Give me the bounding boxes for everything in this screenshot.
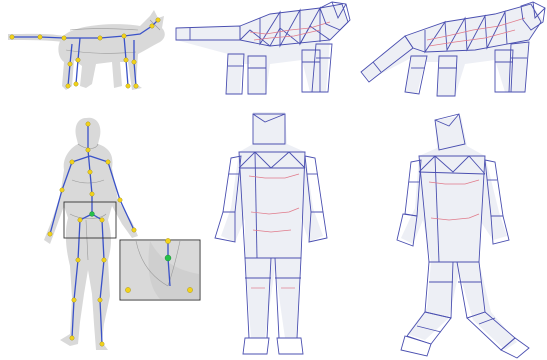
- human-cage-deformed-panel: [395, 112, 547, 360]
- cat-cage-rest-panel: [170, 0, 355, 100]
- cat-cage-deformed-panel: [355, 0, 547, 100]
- cat-mesh: [0, 0, 175, 100]
- cat-cage-deformed: [355, 0, 547, 100]
- human-cage-rest-panel: [205, 108, 335, 360]
- cat-body: [58, 10, 164, 90]
- cat-mesh-panel: [0, 0, 175, 100]
- human-body: [44, 118, 138, 350]
- human-cage-deformed: [395, 112, 547, 360]
- human-mesh-panel: [0, 110, 205, 360]
- human-cage-rest: [205, 108, 335, 360]
- cat-cage-rest: [170, 0, 355, 100]
- zoom-inset-content: [121, 238, 199, 299]
- human-mesh: [0, 110, 205, 360]
